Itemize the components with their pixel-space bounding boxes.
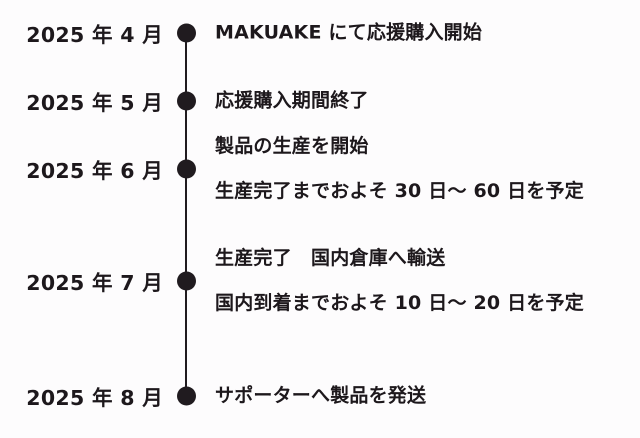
milestone-description-line: MAKUAKE にて応援購入開始 <box>215 21 483 44</box>
milestone-date-label: 2025 年 4 月 <box>26 23 163 47</box>
milestone-date-label: 2025 年 6 月 <box>26 159 163 183</box>
milestone-date-label: 2025 年 8 月 <box>26 386 163 410</box>
milestone-date-label: 2025 年 7 月 <box>26 271 163 295</box>
milestone-description: 応援購入期間終了 <box>215 79 635 124</box>
timeline-axis-line <box>185 33 187 396</box>
milestone-description-line: 国内到着までおよそ 10 日〜 20 日を予定 <box>215 292 584 314</box>
milestone-description-line: 製品の生産を開始 <box>215 135 369 157</box>
milestone-description: 製品の生産を開始生産完了までおよそ 30 日〜 60 日を予定 <box>215 124 635 214</box>
milestone-description-line: サポーターへ製品を発送 <box>215 384 427 407</box>
milestone-dot-marker <box>177 271 196 291</box>
milestone-description-line: 生産完了までおよそ 30 日〜 60 日を予定 <box>215 180 584 202</box>
milestone-description-line: 生産完了 国内倉庫へ輸送 <box>215 247 446 269</box>
milestone-dot-marker <box>177 91 196 111</box>
milestone-dot-marker <box>177 386 196 406</box>
milestone-description: サポーターへ製品を発送 <box>215 374 635 419</box>
milestone-description: 生産完了 国内倉庫へ輸送国内到着までおよそ 10 日〜 20 日を予定 <box>215 236 635 326</box>
milestone-date-label: 2025 年 5 月 <box>26 91 163 115</box>
milestone-description: MAKUAKE にて応援購入開始 <box>215 11 635 56</box>
milestone-description-line: 応援購入期間終了 <box>215 89 369 112</box>
milestone-dot-marker <box>177 23 196 43</box>
milestone-dot-marker <box>177 159 196 179</box>
